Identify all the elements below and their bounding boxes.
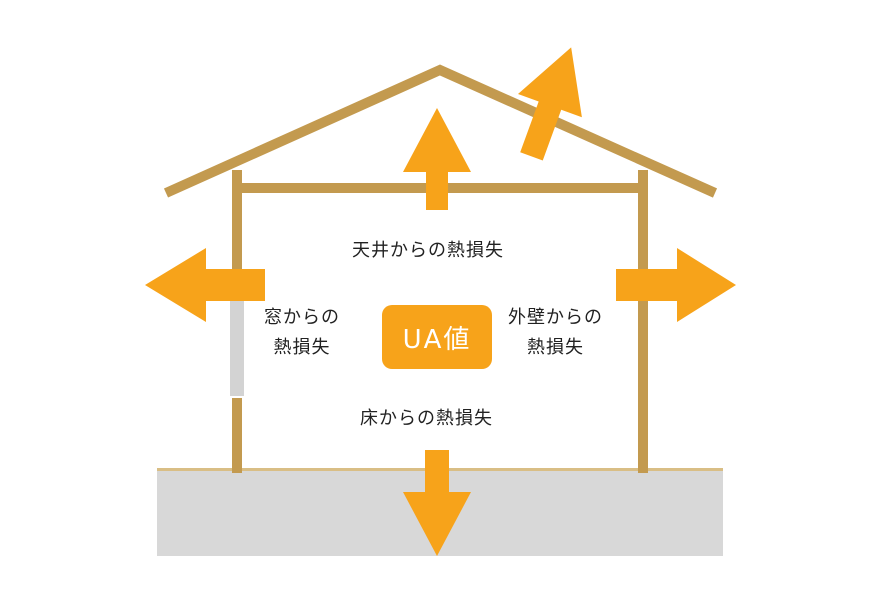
wall-heat-loss-label-line1: 外壁からの bbox=[508, 307, 603, 328]
window-pane bbox=[230, 296, 244, 396]
ceiling-heat-loss-arrow bbox=[403, 108, 471, 210]
ua-value-badge: UA値 bbox=[382, 305, 492, 369]
ceiling-heat-loss-label: 天井からの熱損失 bbox=[352, 240, 504, 261]
roof-line bbox=[163, 64, 718, 198]
window-heat-loss-label-line2: 熱損失 bbox=[273, 337, 331, 358]
wall-heat-loss-label: 外壁からの 熱損失 bbox=[508, 303, 603, 363]
window-heat-loss-label: 窓からの 熱損失 bbox=[264, 303, 340, 363]
wall-heat-loss-label-line2: 熱損失 bbox=[527, 337, 584, 358]
window-heat-loss-label-line1: 窓からの bbox=[264, 307, 340, 328]
wall-heat-loss-arrow bbox=[616, 248, 736, 322]
roof-heat-loss-arrow bbox=[517, 47, 582, 161]
floor-heat-loss-arrow bbox=[403, 450, 471, 556]
floor-heat-loss-label: 床からの熱損失 bbox=[360, 408, 493, 429]
window-heat-loss-arrow bbox=[145, 248, 265, 322]
